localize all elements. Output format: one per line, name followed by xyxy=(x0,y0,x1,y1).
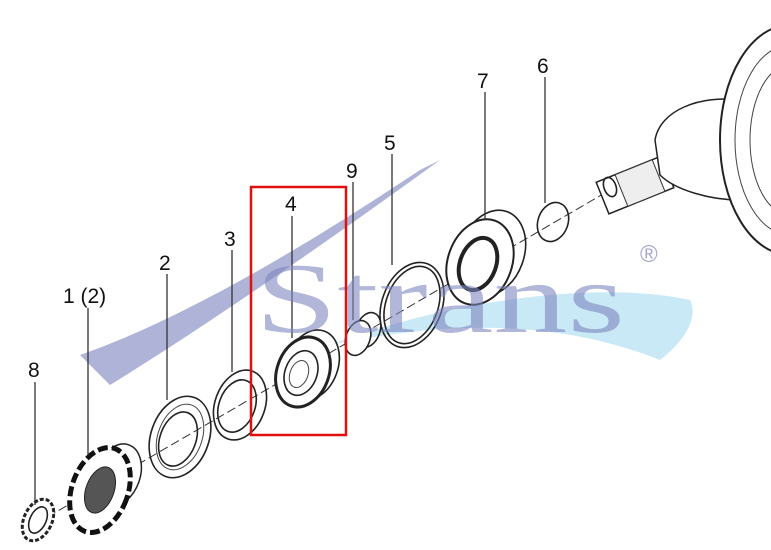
part-4-bearing[interactable] xyxy=(266,322,348,414)
watermark-registered-mark: ® xyxy=(640,241,658,268)
label-part-9: 9 xyxy=(346,160,358,183)
label-part-6: 6 xyxy=(537,55,549,78)
label-part-5: 5 xyxy=(384,132,396,155)
highlight-box-part-4 xyxy=(249,185,348,437)
part-1-flange[interactable] xyxy=(59,437,150,541)
label-part-4: 4 xyxy=(285,193,297,216)
watermark-logo: Strans xyxy=(255,243,625,354)
part-5-o-ring[interactable] xyxy=(369,253,455,356)
part-2-ring[interactable] xyxy=(138,388,221,487)
label-part-7: 7 xyxy=(477,70,489,93)
watermark-stroke xyxy=(80,160,440,385)
watermark-swoosh xyxy=(330,292,693,360)
label-part-8: 8 xyxy=(28,359,40,382)
label-part-2: 2 xyxy=(159,252,171,275)
part-6-snap-ring[interactable] xyxy=(532,198,574,246)
part-8-nut[interactable] xyxy=(16,494,60,546)
pinion-shaft xyxy=(595,28,771,252)
label-part-1: 1 (2) xyxy=(63,285,106,308)
label-part-3: 3 xyxy=(224,228,236,251)
part-3-seal[interactable] xyxy=(204,363,276,448)
part-7-bearing[interactable] xyxy=(435,201,537,315)
part-9-spacer[interactable] xyxy=(341,309,386,359)
